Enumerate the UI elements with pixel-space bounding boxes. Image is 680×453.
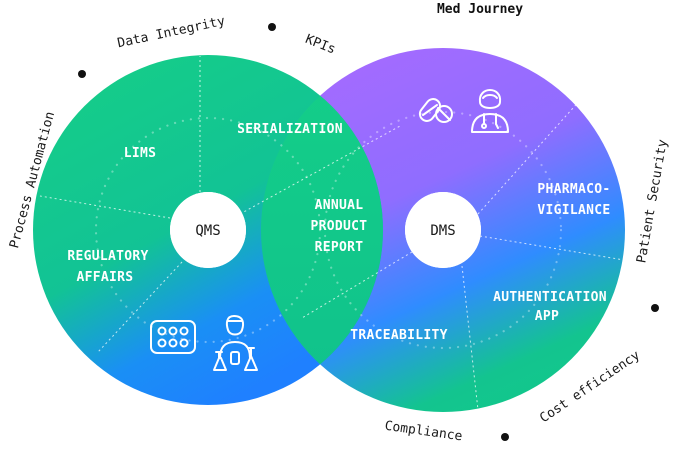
qms-dot-ring [94, 116, 322, 344]
qms-label: QMS [195, 223, 220, 239]
lims-label: LIMS [124, 146, 157, 161]
pharmacovigilance-label-line-1: PHARMACO- [537, 182, 610, 197]
blister-pack-icon [150, 320, 196, 354]
dms-dot-ring [323, 110, 563, 350]
overlap-region [261, 55, 383, 405]
outer-label-kpis: KPIs [303, 32, 338, 58]
doctor-icon [471, 89, 509, 133]
annual-report-label-line-2: PRODUCT [311, 219, 368, 234]
bullet-dot [78, 70, 86, 78]
annual-report-label-line-1: ANNUAL [315, 198, 364, 213]
pills-icon [418, 98, 453, 123]
segment-dividers [39, 56, 637, 411]
dms-label: DMS [430, 223, 455, 239]
annual-report-label-line-3: REPORT [315, 240, 364, 255]
qms-center [170, 192, 246, 268]
regulatory-affairs-label-line-1: REGULATORY [67, 249, 148, 264]
bullet-dot [651, 304, 659, 312]
dms-center [405, 192, 481, 268]
outer-label-compliance: Compliance [384, 419, 464, 445]
serialization-label: SERIALIZATION [237, 122, 343, 137]
regulatory-affairs-label-line-2: AFFAIRS [77, 270, 134, 285]
pharmacovigilance-label-line-2: VIGILANCE [537, 203, 610, 218]
lab-scientist-icon [213, 315, 258, 371]
bullet-dot [501, 433, 509, 441]
traceability-label: TRACEABILITY [350, 328, 448, 343]
outer-label-patient-security: Patient Security [634, 138, 671, 264]
authentication-app-label-line-1: AUTHENTICATION [493, 290, 607, 305]
authentication-app-label-line-2: APP [535, 309, 559, 324]
diagram-title: Med Journey [437, 2, 523, 17]
outer-label-data-integrity: Data Integrity [116, 14, 226, 51]
bullet-dot [268, 23, 276, 31]
